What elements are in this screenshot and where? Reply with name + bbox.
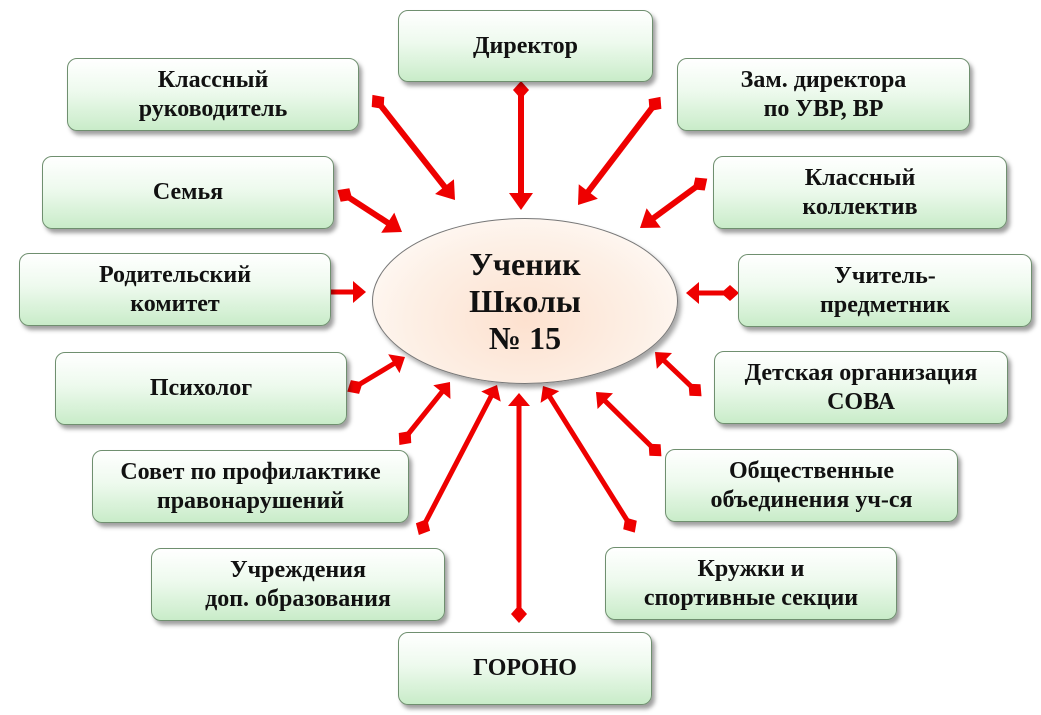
node-label: Детская организация СОВА xyxy=(744,359,978,415)
arrow-head xyxy=(435,179,455,200)
node-label: Родительский комитет xyxy=(98,261,252,317)
node-subject-teacher: Учитель- предметник xyxy=(738,254,1032,327)
arrow-shaft xyxy=(584,102,658,195)
arrow-class-collective xyxy=(640,177,708,228)
node-family: Семья xyxy=(42,156,334,229)
arrow-head xyxy=(353,281,366,303)
arrow-clubs-sections xyxy=(540,386,637,533)
arrow-shaft xyxy=(602,397,657,452)
node-deputy-director: Зам. директора по УВР, ВР xyxy=(677,58,970,131)
arrow-head xyxy=(596,392,613,409)
node-label: Семья xyxy=(152,179,224,205)
arrow-tail-diamond xyxy=(623,517,637,533)
arrow-head xyxy=(655,352,673,369)
node-label: Директор xyxy=(473,32,578,59)
arrow-tail-diamond xyxy=(513,81,529,99)
node-label: ГОРОНО xyxy=(473,655,577,681)
arrow-public-associations xyxy=(596,392,662,457)
node-clubs-sections: Кружки и спортивные секции xyxy=(605,547,897,620)
arrow-tail-diamond xyxy=(511,605,527,623)
node-public-associations: Общественные объединения уч-ся xyxy=(665,449,958,522)
node-label: Учреждения доп. образования xyxy=(205,556,391,612)
arrow-children-organization xyxy=(655,352,702,397)
arrow-head xyxy=(508,393,530,406)
arrow-tail-diamond xyxy=(415,519,431,535)
arrow-gorono xyxy=(508,393,530,623)
node-class-collective: Классный коллектив xyxy=(713,156,1007,229)
arrow-tail-diamond xyxy=(648,443,662,457)
center-label: Ученик Школы № 15 xyxy=(469,245,581,356)
arrow-subject-teacher xyxy=(686,282,739,304)
arrow-extra-education xyxy=(415,385,501,535)
arrow-head xyxy=(388,354,405,374)
arrow-tail-diamond xyxy=(692,177,708,191)
node-extra-education: Учреждения доп. образования xyxy=(151,548,445,621)
arrow-tail-diamond xyxy=(371,94,385,110)
arrow-head xyxy=(578,184,598,205)
arrow-class-teacher xyxy=(371,94,455,200)
node-label: Учитель- предметник xyxy=(820,262,950,318)
arrow-tail-diamond xyxy=(398,430,412,446)
arrow-deputy-director xyxy=(578,96,662,205)
arrow-head xyxy=(433,382,451,400)
node-parent-committee: Родительский комитет xyxy=(19,253,331,326)
arrow-head xyxy=(686,282,699,304)
node-director: Директор xyxy=(398,10,653,82)
arrow-head xyxy=(640,208,661,228)
center-student-ellipse: Ученик Школы № 15 xyxy=(372,218,678,384)
arrow-tail-diamond xyxy=(347,380,363,394)
arrow-tail-diamond xyxy=(721,285,739,301)
arrow-family xyxy=(337,188,402,233)
node-class-teacher: Классный руководитель xyxy=(67,58,359,131)
node-children-organization: Детская организация СОВА xyxy=(714,351,1008,424)
arrow-head xyxy=(381,212,402,233)
node-label: Классный руководитель xyxy=(138,66,288,122)
node-gorono: ГОРОНО xyxy=(398,632,652,705)
arrow-shaft xyxy=(403,389,446,440)
node-label: Общественные объединения уч-ся xyxy=(710,457,913,513)
arrow-head xyxy=(481,385,501,402)
arrow-head xyxy=(509,193,533,210)
arrow-prevention-council xyxy=(398,382,451,446)
node-prevention-council: Совет по профилактике правонарушений xyxy=(92,450,409,523)
node-label: Кружки и спортивные секции xyxy=(643,555,859,611)
node-label: Зам. директора по УВР, ВР xyxy=(740,66,907,122)
node-label: Психолог xyxy=(149,375,253,401)
arrow-psychologist xyxy=(347,354,405,394)
arrow-shaft xyxy=(546,393,633,527)
node-label: Совет по профилактике правонарушений xyxy=(120,458,381,514)
arrow-tail-diamond xyxy=(688,383,702,397)
arrow-shaft xyxy=(420,393,495,529)
arrow-director xyxy=(509,81,533,210)
arrow-shaft xyxy=(650,181,702,222)
node-psychologist: Психолог xyxy=(55,352,347,425)
arrow-head xyxy=(540,386,560,403)
arrow-shaft xyxy=(375,100,449,191)
node-label: Классный коллектив xyxy=(802,164,918,220)
arrow-tail-diamond xyxy=(337,188,353,202)
arrow-tail-diamond xyxy=(648,96,662,112)
